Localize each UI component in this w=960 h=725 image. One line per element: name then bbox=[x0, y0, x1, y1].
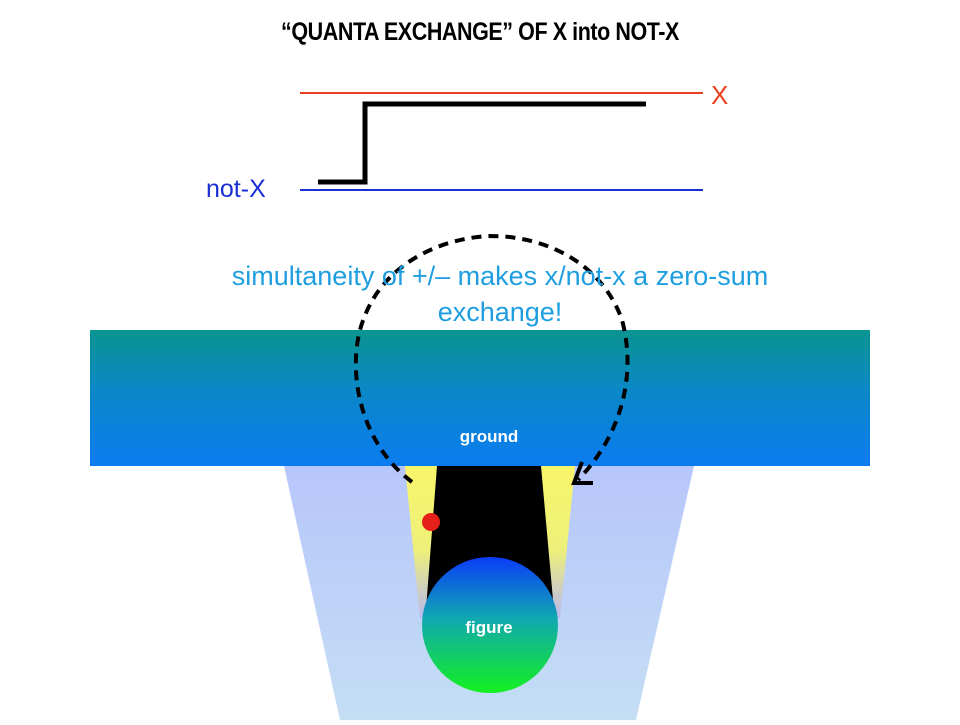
red-dot bbox=[422, 513, 440, 531]
ground-label: ground bbox=[459, 427, 519, 446]
arrow-head bbox=[571, 461, 593, 485]
figure-label: figure bbox=[465, 618, 513, 637]
caption-line-1: simultaneity of +/– makes x/not-x a zero… bbox=[231, 261, 769, 291]
transition-step-line bbox=[318, 101, 646, 185]
exchange-loop-arrow bbox=[353, 233, 630, 484]
caption-line-2: exchange! bbox=[437, 297, 563, 327]
figure-circle bbox=[422, 557, 558, 693]
notx-level-label: not-X bbox=[206, 175, 266, 203]
x-level-label: X bbox=[711, 80, 729, 110]
caption: simultaneity of +/– makes x/not-x a zero… bbox=[150, 258, 850, 330]
ground-band bbox=[90, 330, 870, 466]
slide-title: “QUANTA EXCHANGE” OF X into NOT-X bbox=[281, 18, 679, 46]
